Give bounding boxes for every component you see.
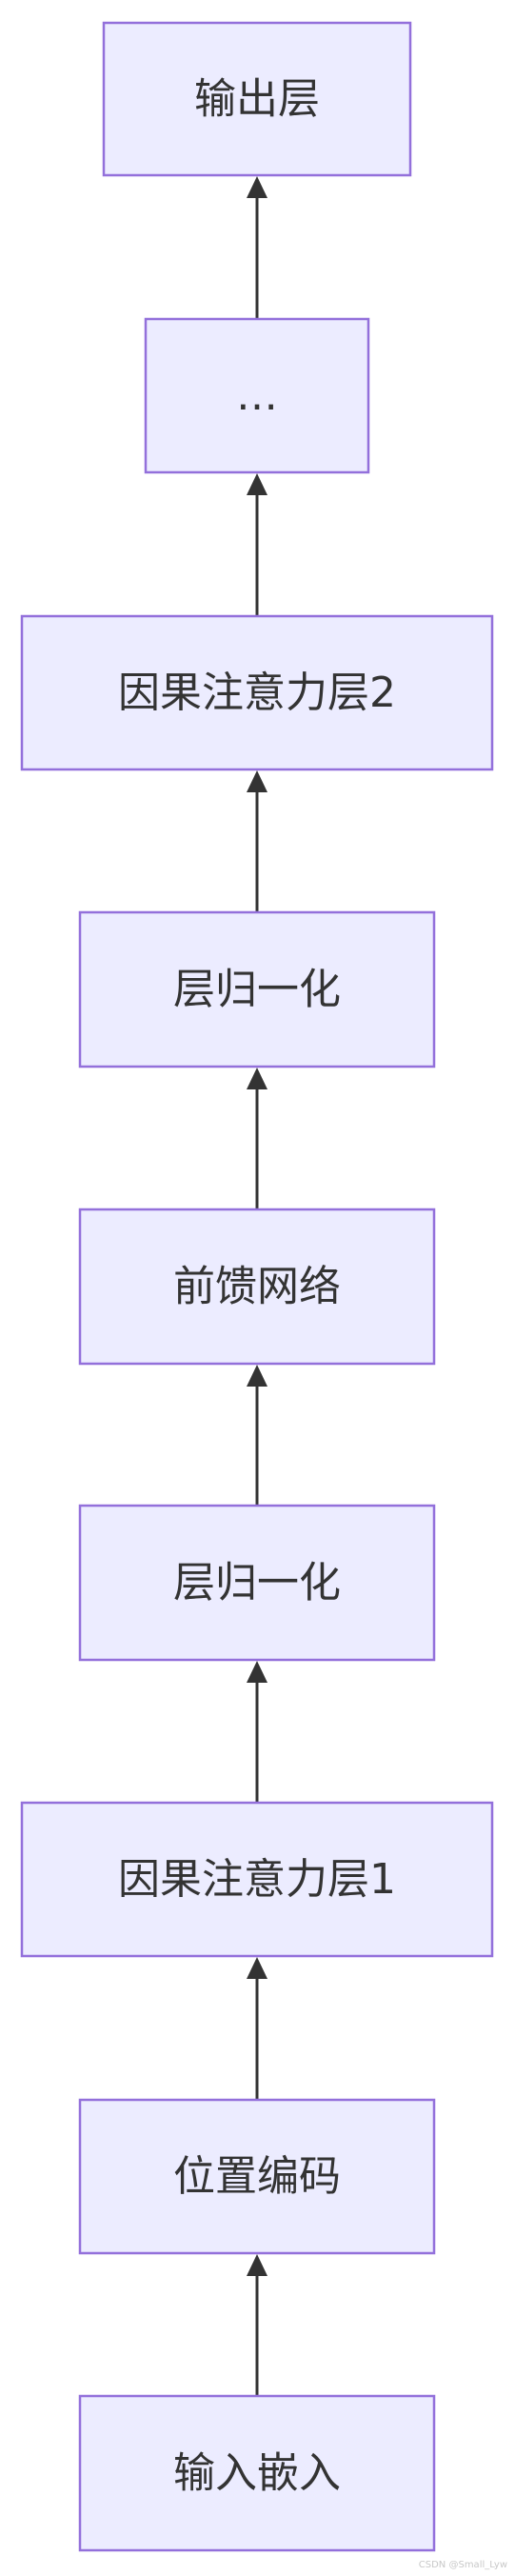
node-label: 位置编码 <box>173 2152 341 2201</box>
arrow-head-icon <box>247 770 267 792</box>
node-label: … <box>236 371 278 420</box>
edge-causal-attention-1-to-layer-norm-1 <box>247 1661 267 1803</box>
arrow-head-icon <box>247 1365 267 1387</box>
node-box <box>78 1504 436 1662</box>
node-label: 因果注意力层1 <box>118 1855 396 1904</box>
node-box <box>20 1801 494 1958</box>
edge-positional-encoding-to-causal-attention-1 <box>247 1957 267 2100</box>
node-label: 层归一化 <box>173 966 341 1014</box>
node-box <box>78 2394 436 2552</box>
node-label: 输入嵌入 <box>173 2449 341 2498</box>
node-box <box>144 317 370 474</box>
edge-ellipsis-to-output-layer <box>247 176 267 319</box>
node-input-embedding: 输入嵌入 <box>78 2394 436 2552</box>
node-box <box>78 1208 436 1366</box>
edge-feed-forward-to-layer-norm-2 <box>247 1068 267 1209</box>
node-label: 前馈网络 <box>173 1263 341 1311</box>
arrow-head-icon <box>247 176 267 198</box>
edges-layer <box>247 176 267 2396</box>
node-causal-attention-2: 因果注意力层2 <box>20 614 494 771</box>
node-causal-attention-1: 因果注意力层1 <box>20 1801 494 1958</box>
arrow-head-icon <box>247 2254 267 2276</box>
watermark: CSDN @Small_Lyw <box>418 2560 507 2570</box>
node-layer-norm-2: 层归一化 <box>78 910 436 1068</box>
node-box <box>78 910 436 1068</box>
node-layer-norm-1: 层归一化 <box>78 1504 436 1662</box>
node-box <box>20 614 494 771</box>
arrow-head-icon <box>247 1661 267 1683</box>
arrow-head-icon <box>247 1068 267 1089</box>
edge-layer-norm-1-to-feed-forward <box>247 1365 267 1506</box>
node-label: 因果注意力层2 <box>118 669 396 717</box>
node-output-layer: 输出层 <box>102 21 412 177</box>
node-label: 层归一化 <box>173 1559 341 1608</box>
node-positional-encoding: 位置编码 <box>78 2098 436 2255</box>
edge-layer-norm-2-to-causal-attention-2 <box>247 770 267 912</box>
node-ellipsis: … <box>144 317 370 474</box>
node-feed-forward: 前馈网络 <box>78 1208 436 1366</box>
edge-causal-attention-2-to-ellipsis <box>247 473 267 616</box>
arrow-head-icon <box>247 473 267 495</box>
node-box <box>102 21 412 177</box>
edge-input-embedding-to-positional-encoding <box>247 2254 267 2396</box>
node-label: 输出层 <box>194 75 320 124</box>
node-box <box>78 2098 436 2255</box>
arrow-head-icon <box>247 1957 267 1979</box>
